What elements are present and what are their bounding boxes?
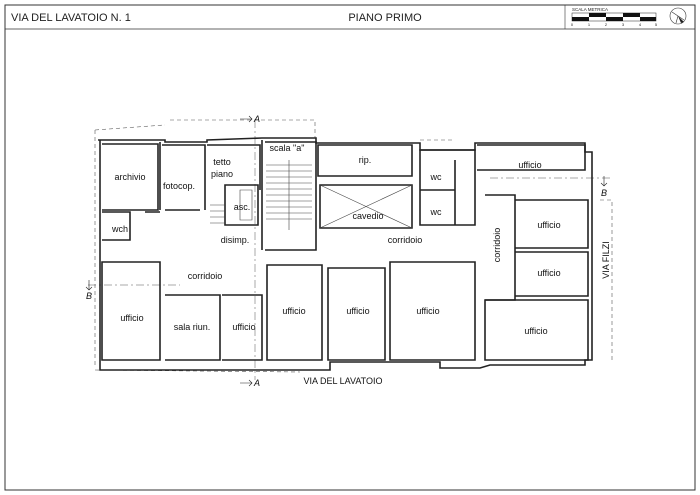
property-boundary [94,119,613,373]
section-marker-a-top: A [253,114,260,124]
section-marker-b-right: B [601,188,607,198]
room-label-ufficio: ufficio [537,220,560,230]
building-walls [98,137,593,371]
room-label-disimp: disimp. [221,235,250,245]
scale-tick: 2 [605,22,608,27]
room-label-wch: wch [111,224,128,234]
street-label-via-del-lavatoio: VIA DEL LAVATOIO [303,376,382,386]
section-marker-b-left: B [86,291,92,301]
room-label-fotocop: fotocop. [163,181,195,191]
room-label-corridoio-vertical: corridoio [492,228,502,263]
scale-title: SCALA METRICA [572,7,608,12]
room-label-tetto: tetto [213,157,231,167]
room-label-ufficio: ufficio [518,160,541,170]
stair-treads [210,160,312,230]
section-arrow-icon [600,176,608,187]
floor-title: PIANO PRIMO [348,12,422,24]
room-label-wc: wc [430,207,442,217]
room-label-corridoio: corridoio [188,271,223,281]
room-label-cavedio: cavedio [352,211,383,221]
street-label-via-filzi: VIA FILZI [601,241,611,279]
scale-tick: 5 [655,22,658,27]
room-label-ufficio: ufficio [346,306,369,316]
sheet-border [4,4,696,491]
scale-tick: 3 [622,22,625,27]
room-label-corridoio: corridoio [388,235,423,245]
section-arrow-icon [240,379,253,387]
room-label-ufficio: ufficio [524,326,547,336]
cavedio-cross [319,184,413,229]
elevator-car [239,189,253,221]
room-label-ufficio: ufficio [120,313,143,323]
section-arrow-icon [240,115,253,123]
room-label-archivio: archivio [114,172,145,182]
room-label-scala: scala "a" [270,143,305,153]
room-label-rip: rip. [359,155,372,165]
section-arrow-icon [85,280,93,291]
room-label-piano: piano [211,169,233,179]
room-label-ufficio: ufficio [282,306,305,316]
address-title: VIA DEL LAVATOIO N. 1 [11,12,131,24]
scale-tick: 4 [639,22,642,27]
room-label-ufficio: ufficio [232,322,255,332]
section-marker-a-bottom: A [253,378,260,388]
scale-tick: 1 [588,22,591,27]
room-label-sala-riun: sala riun. [174,322,211,332]
scale-bar: SCALA METRICA 0 1 2 3 4 5 [571,7,658,27]
room-label-asc: asc. [234,202,251,212]
north-arrow-icon [669,7,687,25]
room-label-wc: wc [430,172,442,182]
room-label-ufficio: ufficio [537,268,560,278]
room-label-ufficio: ufficio [416,306,439,316]
scale-tick: 0 [571,22,574,27]
